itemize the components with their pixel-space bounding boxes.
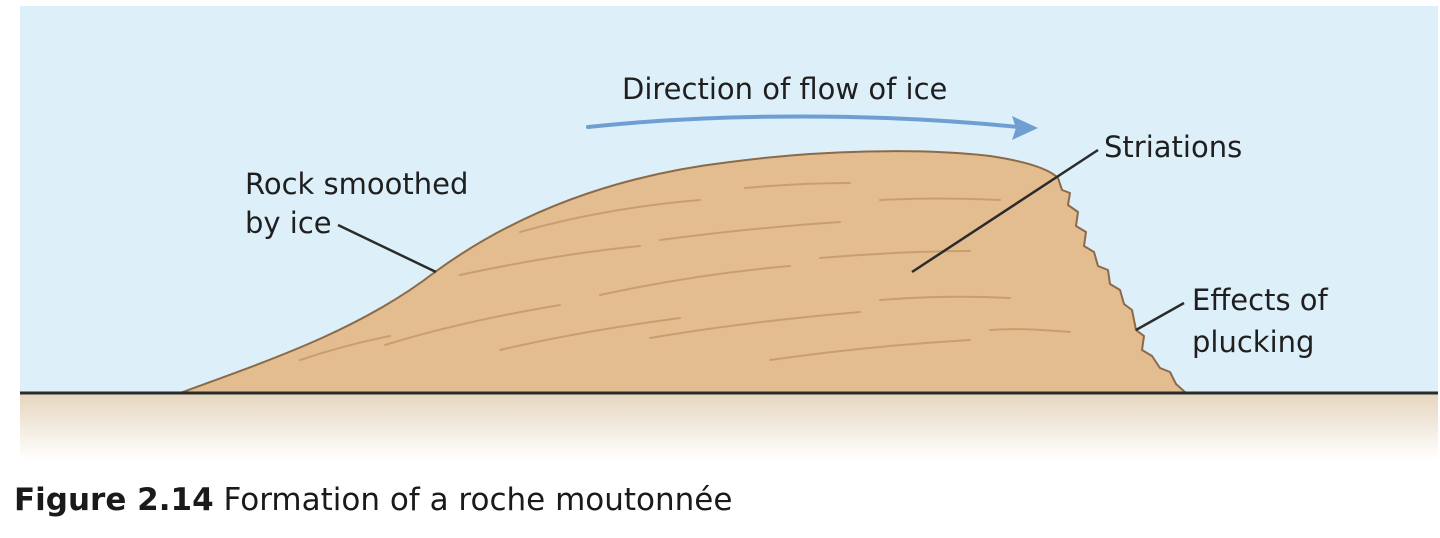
striation-texture (299, 182, 1071, 361)
striations-label: Striations (1104, 130, 1242, 164)
smoothed-leader (337, 223, 437, 274)
ground-fill (20, 394, 1438, 460)
plucking-leader (1135, 301, 1185, 332)
plucking-label-line2: plucking (1192, 325, 1314, 359)
flow-arrowhead (1012, 116, 1038, 140)
smoothed-label-line1: Rock smoothed (245, 167, 468, 201)
figure-title: Formation of a roche moutonnée (223, 482, 733, 518)
flow-label: Direction of flow of ice (622, 72, 947, 106)
smoothed-label-line2: by ice (245, 206, 332, 240)
flow-arrow (586, 114, 1020, 129)
plucking-label-line1: Effects of (1192, 283, 1329, 317)
roche-moutonnee-diagram: Direction of flow of ice Striations Rock… (20, 6, 1438, 460)
striations-leader (911, 148, 1099, 274)
figure-number: Figure 2.14 (14, 482, 214, 518)
figure-caption: Figure 2.14 Formation of a roche moutonn… (14, 478, 732, 522)
